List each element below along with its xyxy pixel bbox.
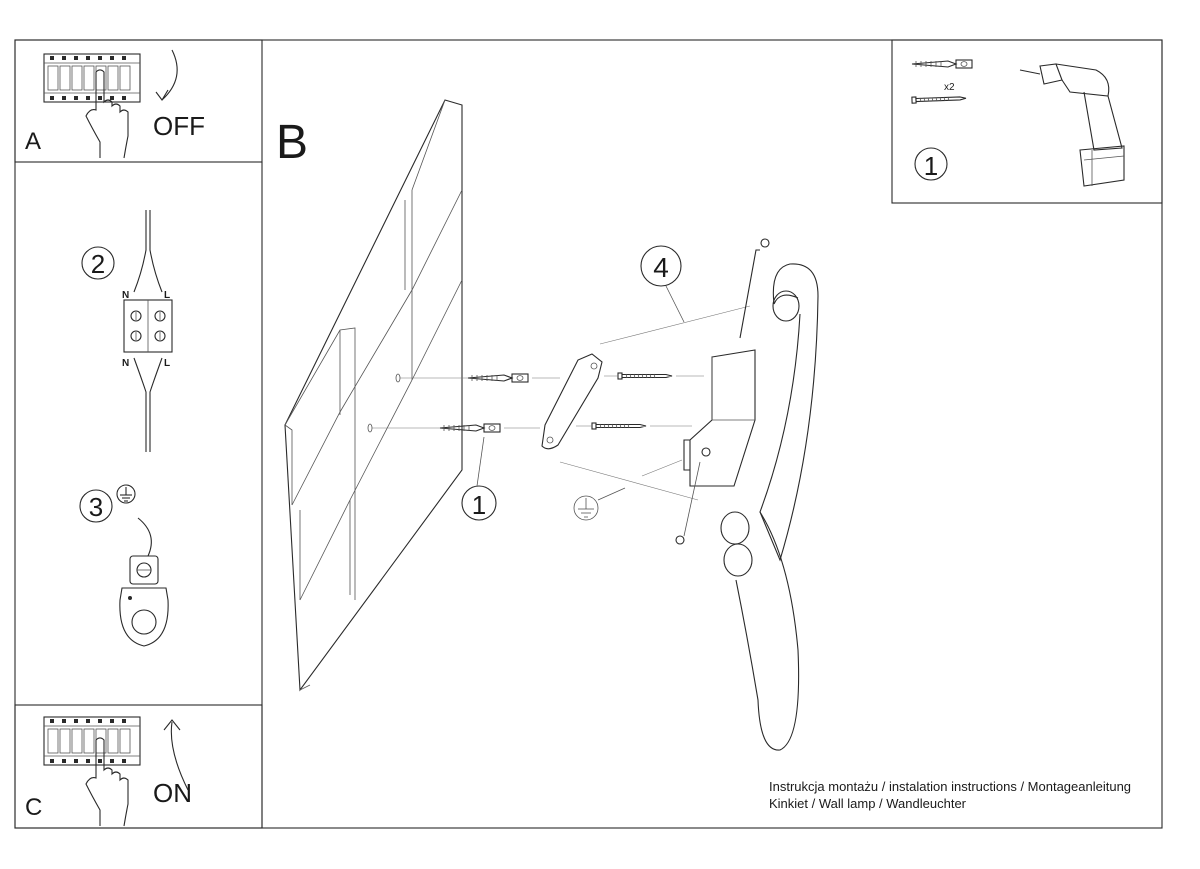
ground-symbol-icon — [573, 487, 626, 521]
n-label-top: N — [122, 290, 129, 301]
step-3-circle — [79, 489, 113, 523]
panel-c: C ON — [25, 716, 192, 827]
screw-icon — [617, 372, 673, 380]
hand-icon — [85, 737, 129, 827]
l-label-top: L — [164, 290, 170, 301]
off-label: OFF — [153, 111, 205, 141]
panel-a-box — [14, 39, 263, 163]
caption-line-1: Instrukcja montażu / instalation instruc… — [769, 779, 1131, 794]
step-1-main-circle — [461, 485, 497, 521]
lamp-icon — [675, 238, 819, 751]
ground-lug-icon — [119, 555, 169, 647]
step-3-number: 3 — [89, 492, 103, 522]
wall-plug-icon — [439, 423, 501, 433]
panel-c-letter: C — [25, 794, 42, 821]
ground-step: 3 — [79, 484, 169, 647]
step-4-main-circle — [640, 245, 682, 287]
wall-icon — [284, 99, 463, 692]
quantity-label: x2 — [944, 82, 955, 93]
hand-icon — [85, 69, 129, 159]
l-label-bottom: L — [164, 358, 170, 369]
panel-a: A OFF — [25, 49, 205, 159]
bracket-icon — [541, 353, 603, 450]
wall-plugs — [367, 373, 560, 433]
panel-b-letter: B — [276, 116, 308, 169]
step-1-main-number: 1 — [472, 490, 486, 520]
wiring-step: 2 N L N L — [81, 210, 173, 452]
drill-icon — [1019, 63, 1125, 187]
step-4-main-number: 4 — [653, 252, 669, 283]
breaker-panel-icon — [43, 53, 141, 103]
on-label: ON — [153, 778, 192, 808]
wall-plug-icon — [911, 59, 973, 69]
sheet-frame — [14, 39, 1163, 829]
screw-icon — [591, 422, 647, 430]
ground-symbol-icon — [116, 484, 136, 504]
screw-icon — [911, 94, 967, 104]
curved-arrow-up-icon — [163, 719, 189, 791]
curved-arrow-down-icon — [155, 49, 178, 101]
wall-plug-icon — [467, 373, 529, 383]
step-1-tools-number: 1 — [924, 151, 938, 181]
tools-box — [891, 39, 1163, 204]
caption-line-2: Kinkiet / Wall lamp / Wandleuchter — [769, 796, 967, 811]
step-2-number: 2 — [91, 249, 105, 279]
breaker-panel-icon — [43, 716, 141, 766]
connector-block-icon — [123, 299, 173, 353]
step-1-tools-circle — [914, 147, 948, 181]
panel-a-letter: A — [25, 128, 41, 155]
n-label-bottom: N — [122, 358, 129, 369]
step-2-circle — [81, 246, 115, 280]
tools-panel: x2 1 — [911, 59, 1125, 187]
panel-c-box — [14, 704, 263, 829]
